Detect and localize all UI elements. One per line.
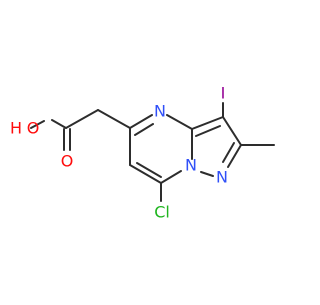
bond-n4-c3a <box>166 114 193 130</box>
bond-c3a-c3-inner <box>195 125 221 137</box>
bond-oh <box>30 120 45 129</box>
bond-c-oh <box>51 119 67 129</box>
nitrogen-4-label: N <box>154 102 166 121</box>
atom-labels: H O O N N N I Cl <box>10 84 228 222</box>
bond-c-ch2 <box>65 109 99 129</box>
molecule-structure: H O O N N N I Cl <box>10 84 275 222</box>
bond-c6-c7 <box>129 164 162 184</box>
bond-c3-c2 <box>222 116 242 146</box>
oxygen-carbonyl-label: O <box>61 152 74 171</box>
bond-c7-n8 <box>160 170 182 184</box>
oxygen-hydroxyl-label: O <box>27 119 40 138</box>
bond-ch2-c5 <box>97 109 131 129</box>
nitrogen-1-label: N <box>216 168 228 187</box>
bond-c2-n1 <box>227 144 242 168</box>
bond-c5-n4-inner <box>134 123 154 136</box>
nitrogen-bridge-label: N <box>185 156 197 175</box>
bonds <box>30 102 275 202</box>
molecule-canvas: H O O N N N I Cl <box>10 84 275 222</box>
bond-n1-n8 <box>200 171 214 177</box>
bond-c6-c7-inner <box>136 162 162 178</box>
bond-c2-n1-inner <box>222 142 235 163</box>
hydrogen-label: H <box>10 119 22 138</box>
bond-c5-n4 <box>129 114 153 129</box>
bond-c3a-c3 <box>191 116 224 130</box>
iodine-label: I <box>221 84 226 103</box>
chlorine-label: Cl <box>154 203 170 222</box>
